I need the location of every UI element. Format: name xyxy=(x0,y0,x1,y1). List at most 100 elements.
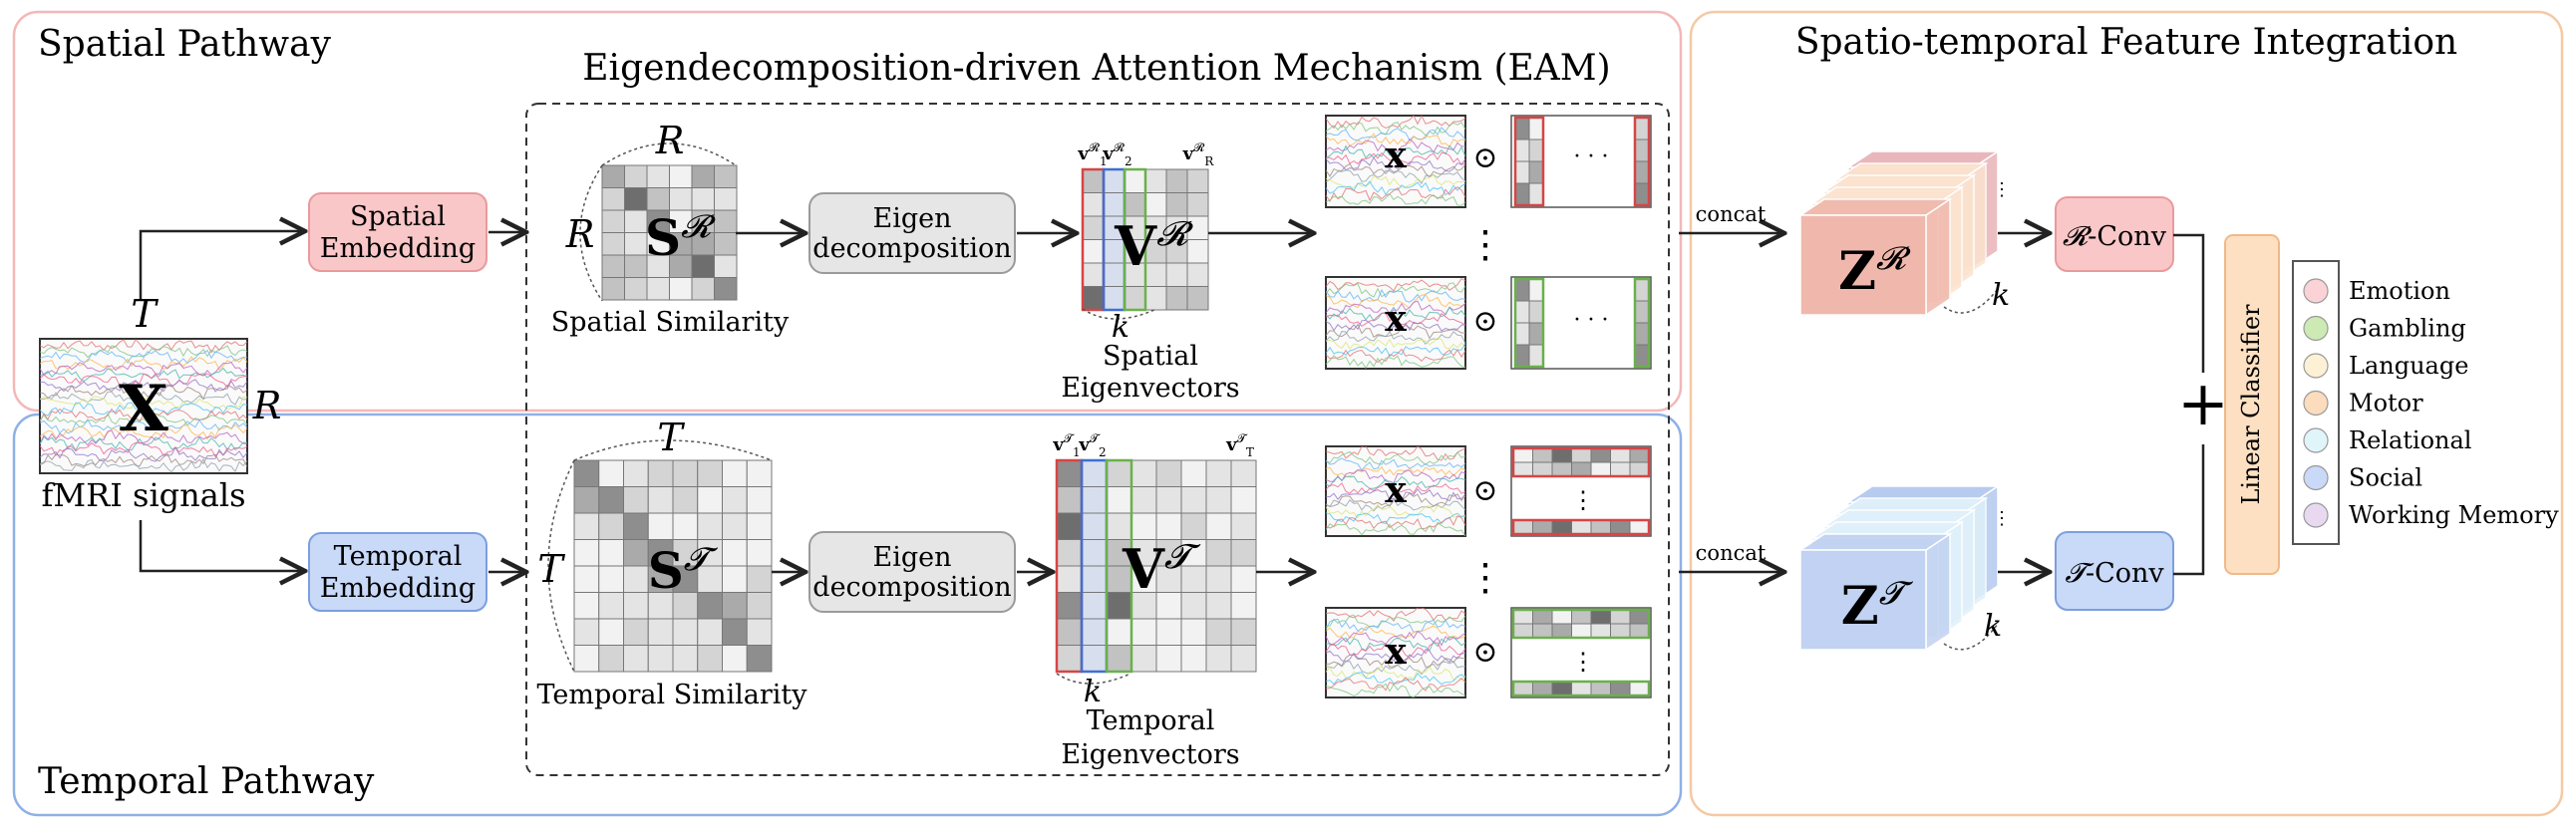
spatial-attn-dots2: · · · xyxy=(1574,308,1609,333)
temporal-attn-row2-row2-cell xyxy=(1590,623,1611,639)
spatial-attn-row2-col1-cell xyxy=(1514,300,1530,324)
input-time-label: T xyxy=(131,292,159,336)
temporal-vec-cell xyxy=(1130,459,1157,487)
temporal-sim-caption: Temporal Similarity xyxy=(536,680,807,710)
temporal-vec-cell xyxy=(1056,592,1083,620)
temporal-pathway-panel xyxy=(12,413,1683,817)
temporal-vec-cell xyxy=(1205,459,1232,487)
temporal-attn-row2-row2-cell xyxy=(1610,623,1631,639)
tconv-box xyxy=(2055,531,2174,611)
spatial-sim-cell xyxy=(691,254,715,278)
temporal-vec-cell xyxy=(1081,459,1108,487)
input-wave-wave xyxy=(40,446,247,462)
temporal-feature-stack xyxy=(1797,484,2001,652)
temporal-attn-row2-row3-cell xyxy=(1590,681,1611,696)
temporal-vec-green-col xyxy=(1105,458,1133,674)
temporal-attn-row1-wave-wave xyxy=(1326,446,1465,461)
temporal-sim-cell xyxy=(623,565,649,593)
temporal-attn-row2-row3-cell xyxy=(1629,681,1650,696)
temporal-vec-cell xyxy=(1230,565,1257,593)
temporal-vec-cell xyxy=(1230,592,1257,620)
spatial-eigen-line1: Eigen xyxy=(873,203,952,234)
temporal-attn-row2-row2-cell xyxy=(1551,623,1572,639)
temporal-vec-k-brace xyxy=(1056,673,1131,685)
temporal-eigen-box xyxy=(808,531,1016,613)
temporal-vec-cell xyxy=(1230,645,1257,673)
zr-symbol: Z𝓡 xyxy=(1838,239,1911,302)
temporal-sim-cell xyxy=(697,486,723,514)
temporal-vec-cell xyxy=(1130,592,1157,620)
temporal-v2-label: v𝓣2 xyxy=(1078,431,1106,459)
spatial-embedding-line2: Embedding xyxy=(320,233,476,264)
input-wave-wave xyxy=(40,402,247,417)
temporal-vec-cell xyxy=(1155,645,1182,673)
spatial-vec-cell xyxy=(1082,239,1105,264)
temporal-sim-cell xyxy=(573,645,600,673)
legend-swatch-language xyxy=(2303,353,2329,379)
legend-swatch-working-memory xyxy=(2303,502,2329,528)
input-wave-wave xyxy=(40,391,247,406)
spatial-attn-row1-wave-wave xyxy=(1326,151,1465,166)
spatial-attn-row1-col2-cell xyxy=(1528,182,1544,206)
temporal-vec-cell xyxy=(1056,618,1083,646)
temporal-vec-cell xyxy=(1106,539,1132,567)
spatial-attn-row2-col2-cell xyxy=(1528,344,1544,368)
spatial-sim-cell xyxy=(601,164,625,188)
spatial-sim-dim-left: R xyxy=(565,212,595,256)
temporal-attn-row1-row2-cell xyxy=(1532,461,1553,477)
spatial-attn-row1-wave-wave xyxy=(1326,144,1465,159)
temporal-attn-row1-row1-cell xyxy=(1571,447,1592,463)
temporal-sim-cell xyxy=(722,512,748,540)
arrow-to-temporal-embedding xyxy=(139,520,305,571)
temporal-vec-cell xyxy=(1106,459,1132,487)
spatial-attn-row1-col1-cell xyxy=(1514,182,1530,206)
temporal-attn-row2-row1-cell xyxy=(1532,609,1553,625)
temporal-vec-cell xyxy=(1081,592,1108,620)
temporal-vec-cell xyxy=(1056,512,1083,540)
temporal-vec-cell xyxy=(1056,486,1083,514)
temporal-vec-cell xyxy=(1230,459,1257,487)
temporal-attn-row1-row2-cell xyxy=(1590,461,1611,477)
temporal-attn-row1-wave-wave xyxy=(1326,503,1465,519)
spatial-attn-row1-highlight2 xyxy=(1633,116,1651,207)
spatial-vec-cell xyxy=(1165,192,1188,217)
spatial-vec-cell xyxy=(1082,168,1105,193)
zt-k: k xyxy=(1984,609,2002,644)
spatial-sim-cell xyxy=(669,164,693,188)
temporal-attn-row1-row1-cell xyxy=(1551,447,1572,463)
temporal-sim-cell xyxy=(647,618,674,646)
temporal-attn-row2-wave-wave xyxy=(1326,631,1465,647)
spatial-attn-row1-wave-wave xyxy=(1326,169,1465,184)
temporal-sim-cell xyxy=(697,459,723,487)
temporal-attn-row1-row3-cell xyxy=(1590,519,1611,535)
temporal-sim-left-brace xyxy=(547,459,575,673)
spatial-attn-row2-highlight2 xyxy=(1633,277,1651,369)
temporal-attn-row2-wave-wave xyxy=(1326,683,1465,697)
eam-title: Eigendecomposition-driven Attention Mech… xyxy=(582,48,1610,89)
temporal-vec-cell xyxy=(1180,459,1207,487)
spatial-sim-left-brace xyxy=(579,164,603,302)
spatial-eigen-line2: decomposition xyxy=(812,233,1011,264)
temporal-attn-row2-row2-cell xyxy=(1512,623,1533,639)
legend-label-gambling: Gambling xyxy=(2349,315,2466,343)
zr-dots: ⋮ xyxy=(1993,179,2011,200)
spatial-sim-cell xyxy=(624,164,648,188)
zr-face xyxy=(1799,214,1927,316)
temporal-attn-row1-row1-cell xyxy=(1590,447,1611,463)
temporal-sim-cell xyxy=(647,539,674,567)
temporal-sim-cell xyxy=(598,486,624,514)
spatial-vec-k: k xyxy=(1112,310,1129,345)
temporal-attn-row2-wave-wave xyxy=(1326,614,1465,629)
legend-label-working-memory: Working Memory xyxy=(2349,501,2559,529)
temporal-sim-dim-top: T xyxy=(657,416,685,459)
temporal-sim-cell xyxy=(722,539,748,567)
spatial-attn-row1-col1-cell xyxy=(1514,139,1530,162)
temporal-vec-cell xyxy=(1230,486,1257,514)
spatial-vec-cell xyxy=(1144,168,1167,193)
spatial-attn-row2-wave-wave xyxy=(1326,294,1465,309)
spatial-sim-cell xyxy=(624,254,648,278)
temporal-attn-row2-row1-cell xyxy=(1551,609,1572,625)
temporal-sim-cell xyxy=(647,486,674,514)
legend-label-social: Social xyxy=(2349,464,2422,492)
